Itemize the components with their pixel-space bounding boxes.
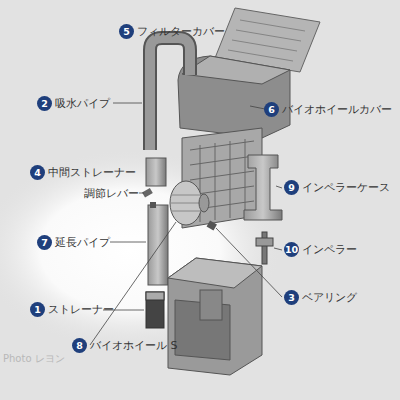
callout-node: 5フィルターカバー bbox=[119, 24, 225, 39]
part-name: ストレーナー bbox=[48, 302, 114, 317]
part-name: バイオホイールカバー bbox=[282, 102, 392, 117]
callout-node: 8バイオホイール S bbox=[72, 338, 177, 353]
callout-node: 1ストレーナー bbox=[30, 302, 114, 317]
part-label: 調節レバー bbox=[84, 186, 139, 201]
callout-node: 10インペラー bbox=[284, 242, 357, 257]
part-name: 中間ストレーナー bbox=[48, 165, 136, 180]
watermark: Photo レヨン bbox=[3, 352, 65, 366]
part-name: インペラーケース bbox=[302, 180, 390, 195]
part-name: ベアリング bbox=[302, 290, 357, 305]
callout-number: 8 bbox=[72, 338, 87, 353]
callout-node: 6バイオホイールカバー bbox=[264, 102, 392, 117]
part-name: インペラー bbox=[302, 242, 357, 257]
callout-number: 4 bbox=[30, 165, 45, 180]
callout-number: 2 bbox=[37, 96, 52, 111]
part-name: 吸水パイプ bbox=[55, 96, 110, 111]
callout-number: 7 bbox=[37, 235, 52, 250]
callout-node: 2吸水パイプ bbox=[37, 96, 110, 111]
part-name: フィルターカバー bbox=[137, 24, 225, 39]
callout-number: 6 bbox=[264, 102, 279, 117]
callout-number: 9 bbox=[284, 180, 299, 195]
part-name: バイオホイール S bbox=[90, 338, 177, 353]
callout-number: 3 bbox=[284, 290, 299, 305]
part-name: 延長パイプ bbox=[55, 235, 110, 250]
callout-number: 10 bbox=[284, 242, 299, 257]
callout-number: 1 bbox=[30, 302, 45, 317]
callout-number: 5 bbox=[119, 24, 134, 39]
callout-node: 3ベアリング bbox=[284, 290, 357, 305]
callout-node: 7延長パイプ bbox=[37, 235, 110, 250]
callout-node: 9インペラーケース bbox=[284, 180, 390, 195]
callout-node: 4中間ストレーナー bbox=[30, 165, 136, 180]
